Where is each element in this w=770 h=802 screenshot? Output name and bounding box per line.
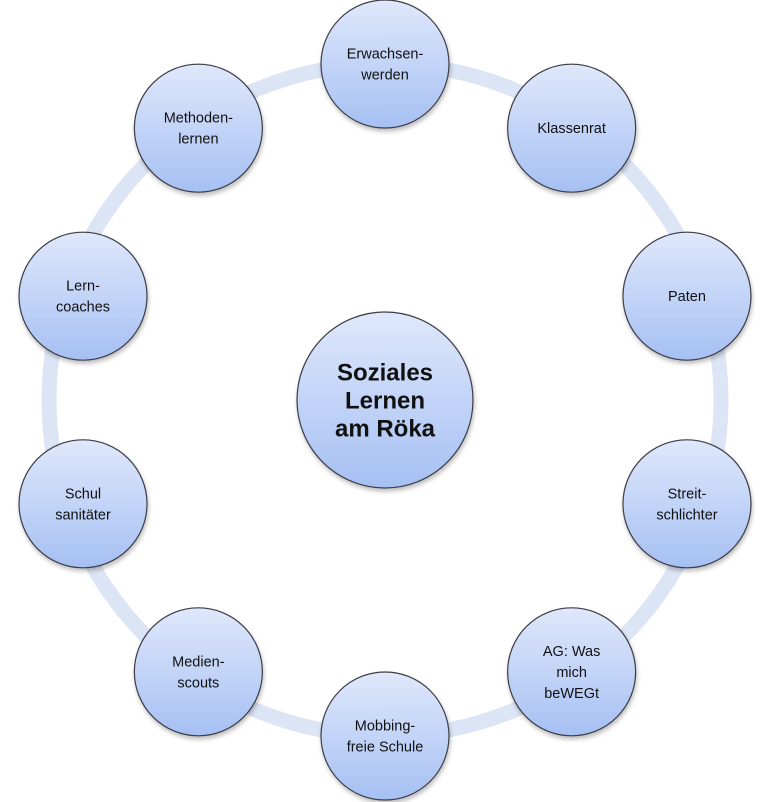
node-4-label-line: beWEGt xyxy=(544,686,599,702)
center-node-label-line: Soziales xyxy=(337,359,433,386)
node-0: Erwachsen-werden xyxy=(320,0,450,129)
center-node-label-line: Lernen xyxy=(345,387,425,414)
node-5: Mobbing-freie Schule xyxy=(320,671,450,801)
node-5-label-line: Mobbing- xyxy=(355,719,416,735)
node-4-circle xyxy=(507,607,637,737)
node-7-label-line: sanitäter xyxy=(55,507,111,523)
node-8-circle xyxy=(18,231,148,361)
node-9-circle xyxy=(133,63,263,193)
node-4-label-line: mich xyxy=(556,665,587,681)
node-0-label-line: Erwachsen- xyxy=(347,47,424,63)
node-5-label-line: freie Schule xyxy=(347,740,424,756)
node-6-circle xyxy=(133,607,263,737)
node-3-label-line: schlichter xyxy=(656,507,717,523)
node-9-label-line: Methoden- xyxy=(164,111,233,127)
node-0-circle xyxy=(320,0,450,129)
node-8-label-line: Lern- xyxy=(66,279,100,295)
node-2-label-line: Paten xyxy=(668,289,706,305)
node-4-label-line: AG: Was xyxy=(543,644,600,660)
node-6: Medien-scouts xyxy=(133,607,263,737)
node-1-label-line: Klassenrat xyxy=(537,121,606,137)
node-6-label-line: Medien- xyxy=(172,654,225,670)
node-4: AG: Was mich beWEGt xyxy=(507,607,637,737)
node-5-circle xyxy=(320,671,450,801)
node-2: Paten xyxy=(622,231,752,361)
node-7-circle xyxy=(18,439,148,569)
center-node-circle xyxy=(296,311,474,489)
node-7-label-line: Schul xyxy=(65,486,101,502)
node-6-label-line: scouts xyxy=(177,675,219,691)
center-node-label-line: am Röka xyxy=(335,415,436,442)
node-1-circle xyxy=(507,63,637,193)
node-8-label-line: coaches xyxy=(56,300,110,316)
node-9-label-line: lernen xyxy=(178,132,218,148)
node-7: Schul sanitäter xyxy=(18,439,148,569)
node-2-circle xyxy=(622,231,752,361)
node-3-circle xyxy=(622,439,752,569)
node-3-label-line: Streit- xyxy=(668,486,707,502)
node-3: Streit-schlichter xyxy=(622,439,752,569)
node-0-label-line: werden xyxy=(360,68,409,84)
node-9: Methoden-lernen xyxy=(133,63,263,193)
node-8: Lern-coaches xyxy=(18,231,148,361)
node-1: Klassenrat xyxy=(507,63,637,193)
